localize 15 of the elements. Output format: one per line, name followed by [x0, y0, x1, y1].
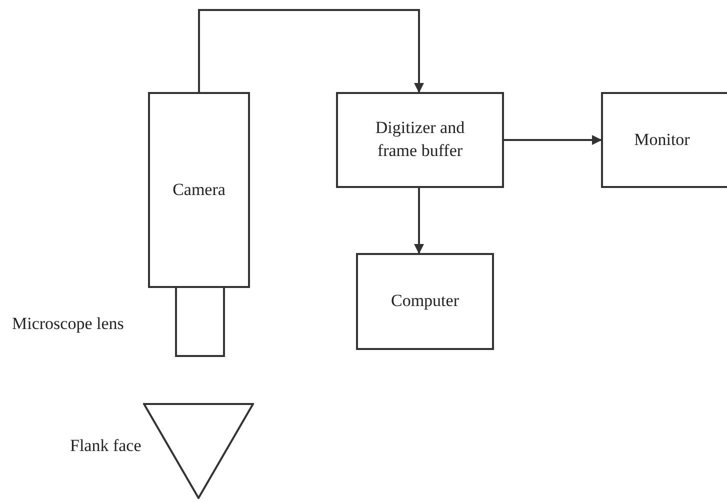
box-label: Monitor: [633, 128, 691, 151]
process-box: [336, 92, 504, 188]
part-label: Microscope lens: [12, 314, 124, 334]
lens-box: [175, 286, 225, 357]
process-box: [601, 92, 727, 188]
arrow: [504, 135, 602, 145]
box-label: Camera: [172, 178, 226, 201]
box-label: Digitizer and frame buffer: [374, 117, 466, 162]
part-label: Flank face: [70, 436, 142, 456]
process-box: [148, 92, 250, 288]
process-box: [356, 253, 494, 350]
arrow: [198, 9, 424, 93]
triangle-shape: [143, 403, 254, 499]
arrow: [414, 188, 424, 254]
box-label: Computer: [390, 290, 460, 312]
